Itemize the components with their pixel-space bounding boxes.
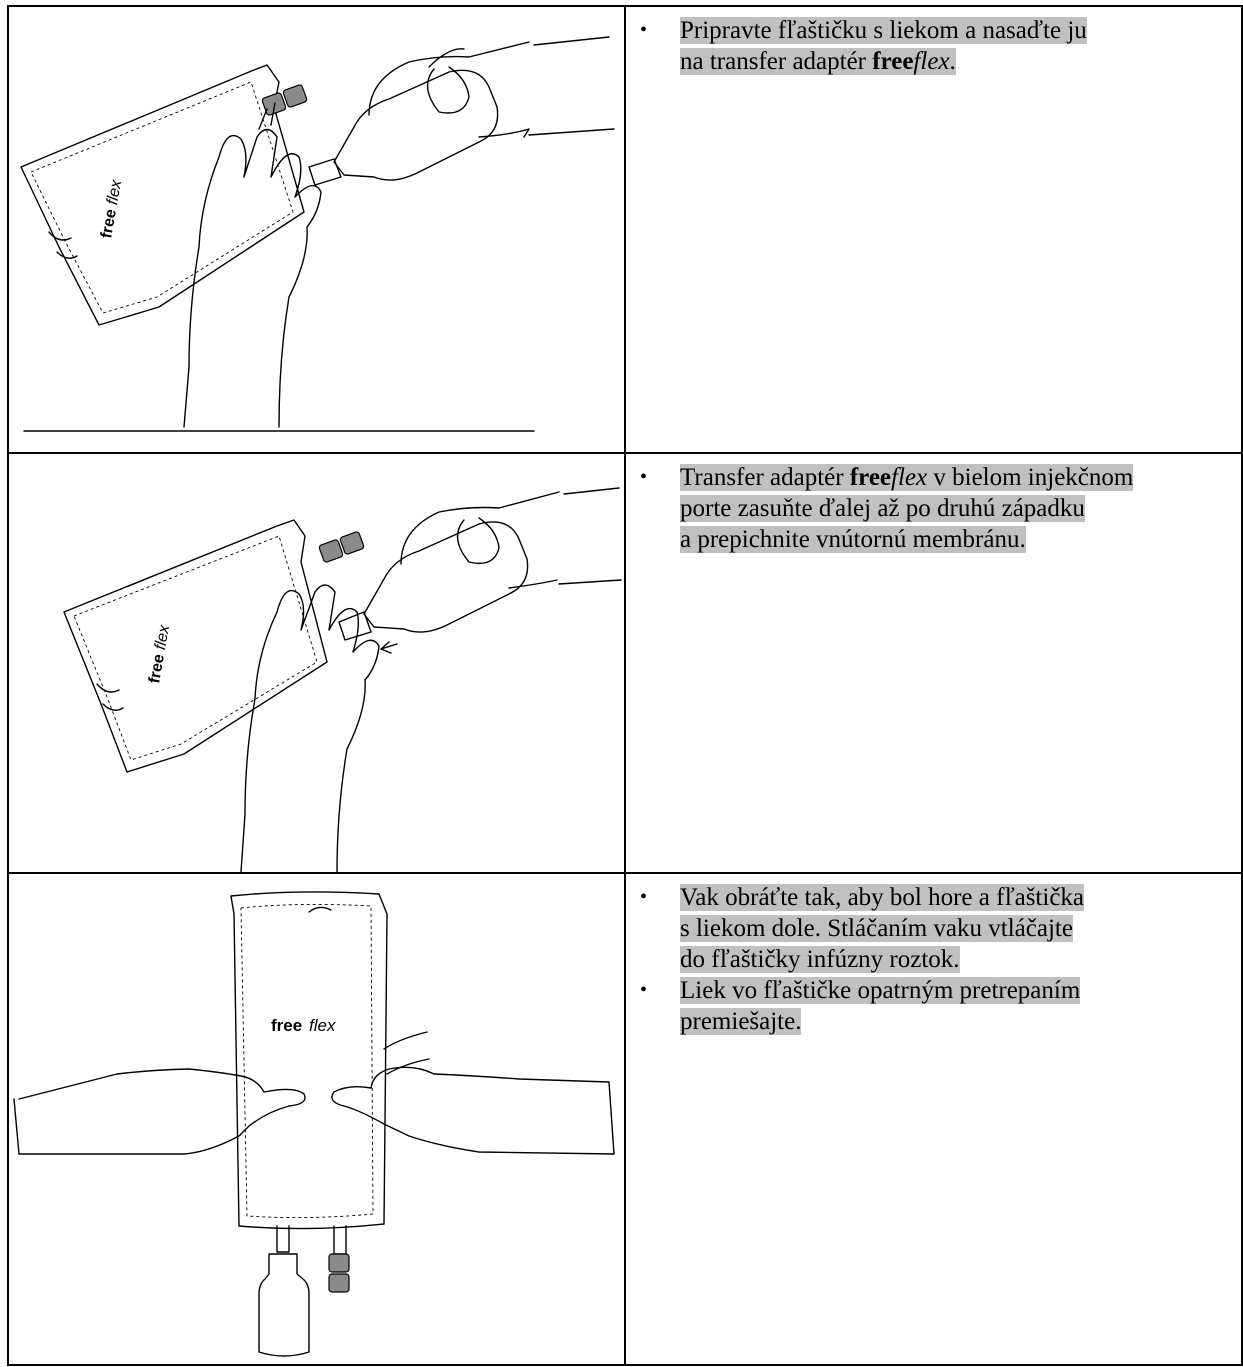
text-run: s liekom dole. Stláčaním vaku vtláčajte xyxy=(680,915,1073,942)
bag-logo-bold: free xyxy=(271,1016,302,1035)
highlighted-text: premiešajte. xyxy=(680,1008,801,1035)
infusion-bag xyxy=(64,520,327,772)
step-1-text: • Pripravte fľaštičku s liekom a nasaďte… xyxy=(626,7,1241,77)
right-hand xyxy=(369,37,614,137)
text-run: a prepichnite vnútornú membránu. xyxy=(680,526,1026,553)
highlighted-text: Vak obráťte tak, aby bol hore a fľaštičk… xyxy=(680,884,1084,911)
bag-logo-italic: flex xyxy=(104,178,125,206)
bullet-icon: • xyxy=(640,882,680,975)
bullet-text: Liek vo fľaštičke opatrným pretrepaním pr… xyxy=(680,975,1229,1037)
step-3-text: •Vak obráťte tak, aby bol hore a fľaštič… xyxy=(626,874,1241,1037)
text-line: Liek vo fľaštičke opatrným pretrepaním xyxy=(680,975,1229,1006)
text-run: . xyxy=(950,48,956,75)
text-line: s liekom dole. Stláčaním vaku vtláčajte xyxy=(680,913,1229,944)
push-arrow-icon xyxy=(381,642,397,653)
bag-ports xyxy=(319,531,365,563)
highlighted-text: Liek vo fľaštičke opatrným pretrepaním xyxy=(680,977,1080,1004)
bullet-text: Vak obráťte tak, aby bol hore a fľaštičk… xyxy=(680,882,1229,975)
text-line: do fľaštičky infúzny roztok. xyxy=(680,944,1229,975)
text-line: premiešajte. xyxy=(680,1006,1229,1037)
step-1-illustration-cell: free flex xyxy=(8,6,625,453)
text-run: flex xyxy=(891,464,927,491)
bag-logo-italic: flex xyxy=(152,623,173,651)
bullet-icon: • xyxy=(640,15,680,77)
step-3-illustration-cell: free flex xyxy=(8,873,625,1365)
text-run: na transfer adaptér xyxy=(680,48,872,75)
highlighted-text: do fľaštičky infúzny roztok. xyxy=(680,946,960,973)
text-run: Liek vo fľaštičke opatrným pretrepaním xyxy=(680,977,1080,1004)
step-1-illustration: free flex xyxy=(9,7,624,452)
bag-logo: free flex xyxy=(271,1016,336,1035)
text-run: free xyxy=(850,464,891,491)
bullet-text: Transfer adaptér freeflex v bielom injek… xyxy=(680,462,1229,555)
text-line: porte zasuňte ďalej až po druhú západku xyxy=(680,493,1229,524)
medication-vial xyxy=(339,522,528,640)
medication-vial xyxy=(309,70,498,185)
text-line: a prepichnite vnútornú membránu. xyxy=(680,524,1229,555)
bag-logo-italic: flex xyxy=(309,1016,336,1035)
text-line: Transfer adaptér freeflex v bielom injek… xyxy=(680,462,1229,493)
text-run: Pripravte fľaštičku s liekom a nasaďte j… xyxy=(680,17,1087,44)
bag-logo: free flex xyxy=(146,623,173,685)
text-run: Transfer adaptér xyxy=(680,464,850,491)
right-hand xyxy=(401,488,621,588)
bag-ports xyxy=(277,1226,349,1292)
text-run: Vak obráťte tak, aby bol hore a fľaštičk… xyxy=(680,884,1084,911)
step-row-3: free flex xyxy=(8,873,1242,1365)
infusion-bag xyxy=(231,892,387,1229)
text-run: do fľaštičky infúzny roztok. xyxy=(680,946,960,973)
step-2-illustration-cell: free flex xyxy=(8,453,625,873)
instruction-bullet: •Liek vo fľaštičke opatrným pretrepaním p… xyxy=(640,975,1229,1037)
medication-vial xyxy=(259,1254,309,1356)
step-row-1: free flex xyxy=(8,6,1242,453)
step-row-2: free flex xyxy=(8,453,1242,873)
step-2-text-cell: •Transfer adaptér freeflex v bielom inje… xyxy=(625,453,1242,873)
step-1-text-cell: • Pripravte fľaštičku s liekom a nasaďte… xyxy=(625,6,1242,453)
bag-logo-bold: free xyxy=(98,208,120,240)
highlighted-text: s liekom dole. Stláčaním vaku vtláčajte xyxy=(680,915,1073,942)
bullet-icon: • xyxy=(640,462,680,555)
left-hand xyxy=(241,585,379,872)
right-hand xyxy=(332,1032,614,1154)
infusion-bag xyxy=(21,65,304,325)
text-run: flex xyxy=(913,48,949,75)
text-run: free xyxy=(872,48,913,75)
highlighted-text: na transfer adaptér freeflex. xyxy=(680,48,956,75)
left-hand xyxy=(184,130,321,428)
text-line: na transfer adaptér freeflex. xyxy=(680,46,1229,77)
step-3-text-cell: •Vak obráťte tak, aby bol hore a fľaštič… xyxy=(625,873,1242,1365)
instructions-table: free flex xyxy=(7,5,1243,1366)
bag-logo-bold: free xyxy=(146,653,168,685)
text-run: v bielom injekčnom xyxy=(927,464,1133,491)
step-3-illustration: free flex xyxy=(9,874,624,1364)
step-2-illustration: free flex xyxy=(9,454,624,872)
bullet-icon: • xyxy=(640,975,680,1037)
text-run: premiešajte. xyxy=(680,1008,801,1035)
text-line: Vak obráťte tak, aby bol hore a fľaštičk… xyxy=(680,882,1229,913)
left-hand xyxy=(14,1069,305,1154)
bullet-text: Pripravte fľaštičku s liekom a nasaďte j… xyxy=(680,15,1229,77)
highlighted-text: Transfer adaptér freeflex v bielom injek… xyxy=(680,464,1133,491)
highlighted-text: a prepichnite vnútornú membránu. xyxy=(680,526,1026,553)
instruction-bullet: •Vak obráťte tak, aby bol hore a fľaštič… xyxy=(640,882,1229,975)
step-2-text: •Transfer adaptér freeflex v bielom inje… xyxy=(626,454,1241,555)
bag-logo: free flex xyxy=(98,178,125,240)
instruction-bullet: •Transfer adaptér freeflex v bielom inje… xyxy=(640,462,1229,555)
bag-ports xyxy=(259,84,307,129)
instruction-bullet: • Pripravte fľaštičku s liekom a nasaďte… xyxy=(640,15,1229,77)
highlighted-text: porte zasuňte ďalej až po druhú západku xyxy=(680,495,1085,522)
text-line: Pripravte fľaštičku s liekom a nasaďte j… xyxy=(680,15,1229,46)
text-run: porte zasuňte ďalej až po druhú západku xyxy=(680,495,1085,522)
highlighted-text: Pripravte fľaštičku s liekom a nasaďte j… xyxy=(680,17,1087,44)
